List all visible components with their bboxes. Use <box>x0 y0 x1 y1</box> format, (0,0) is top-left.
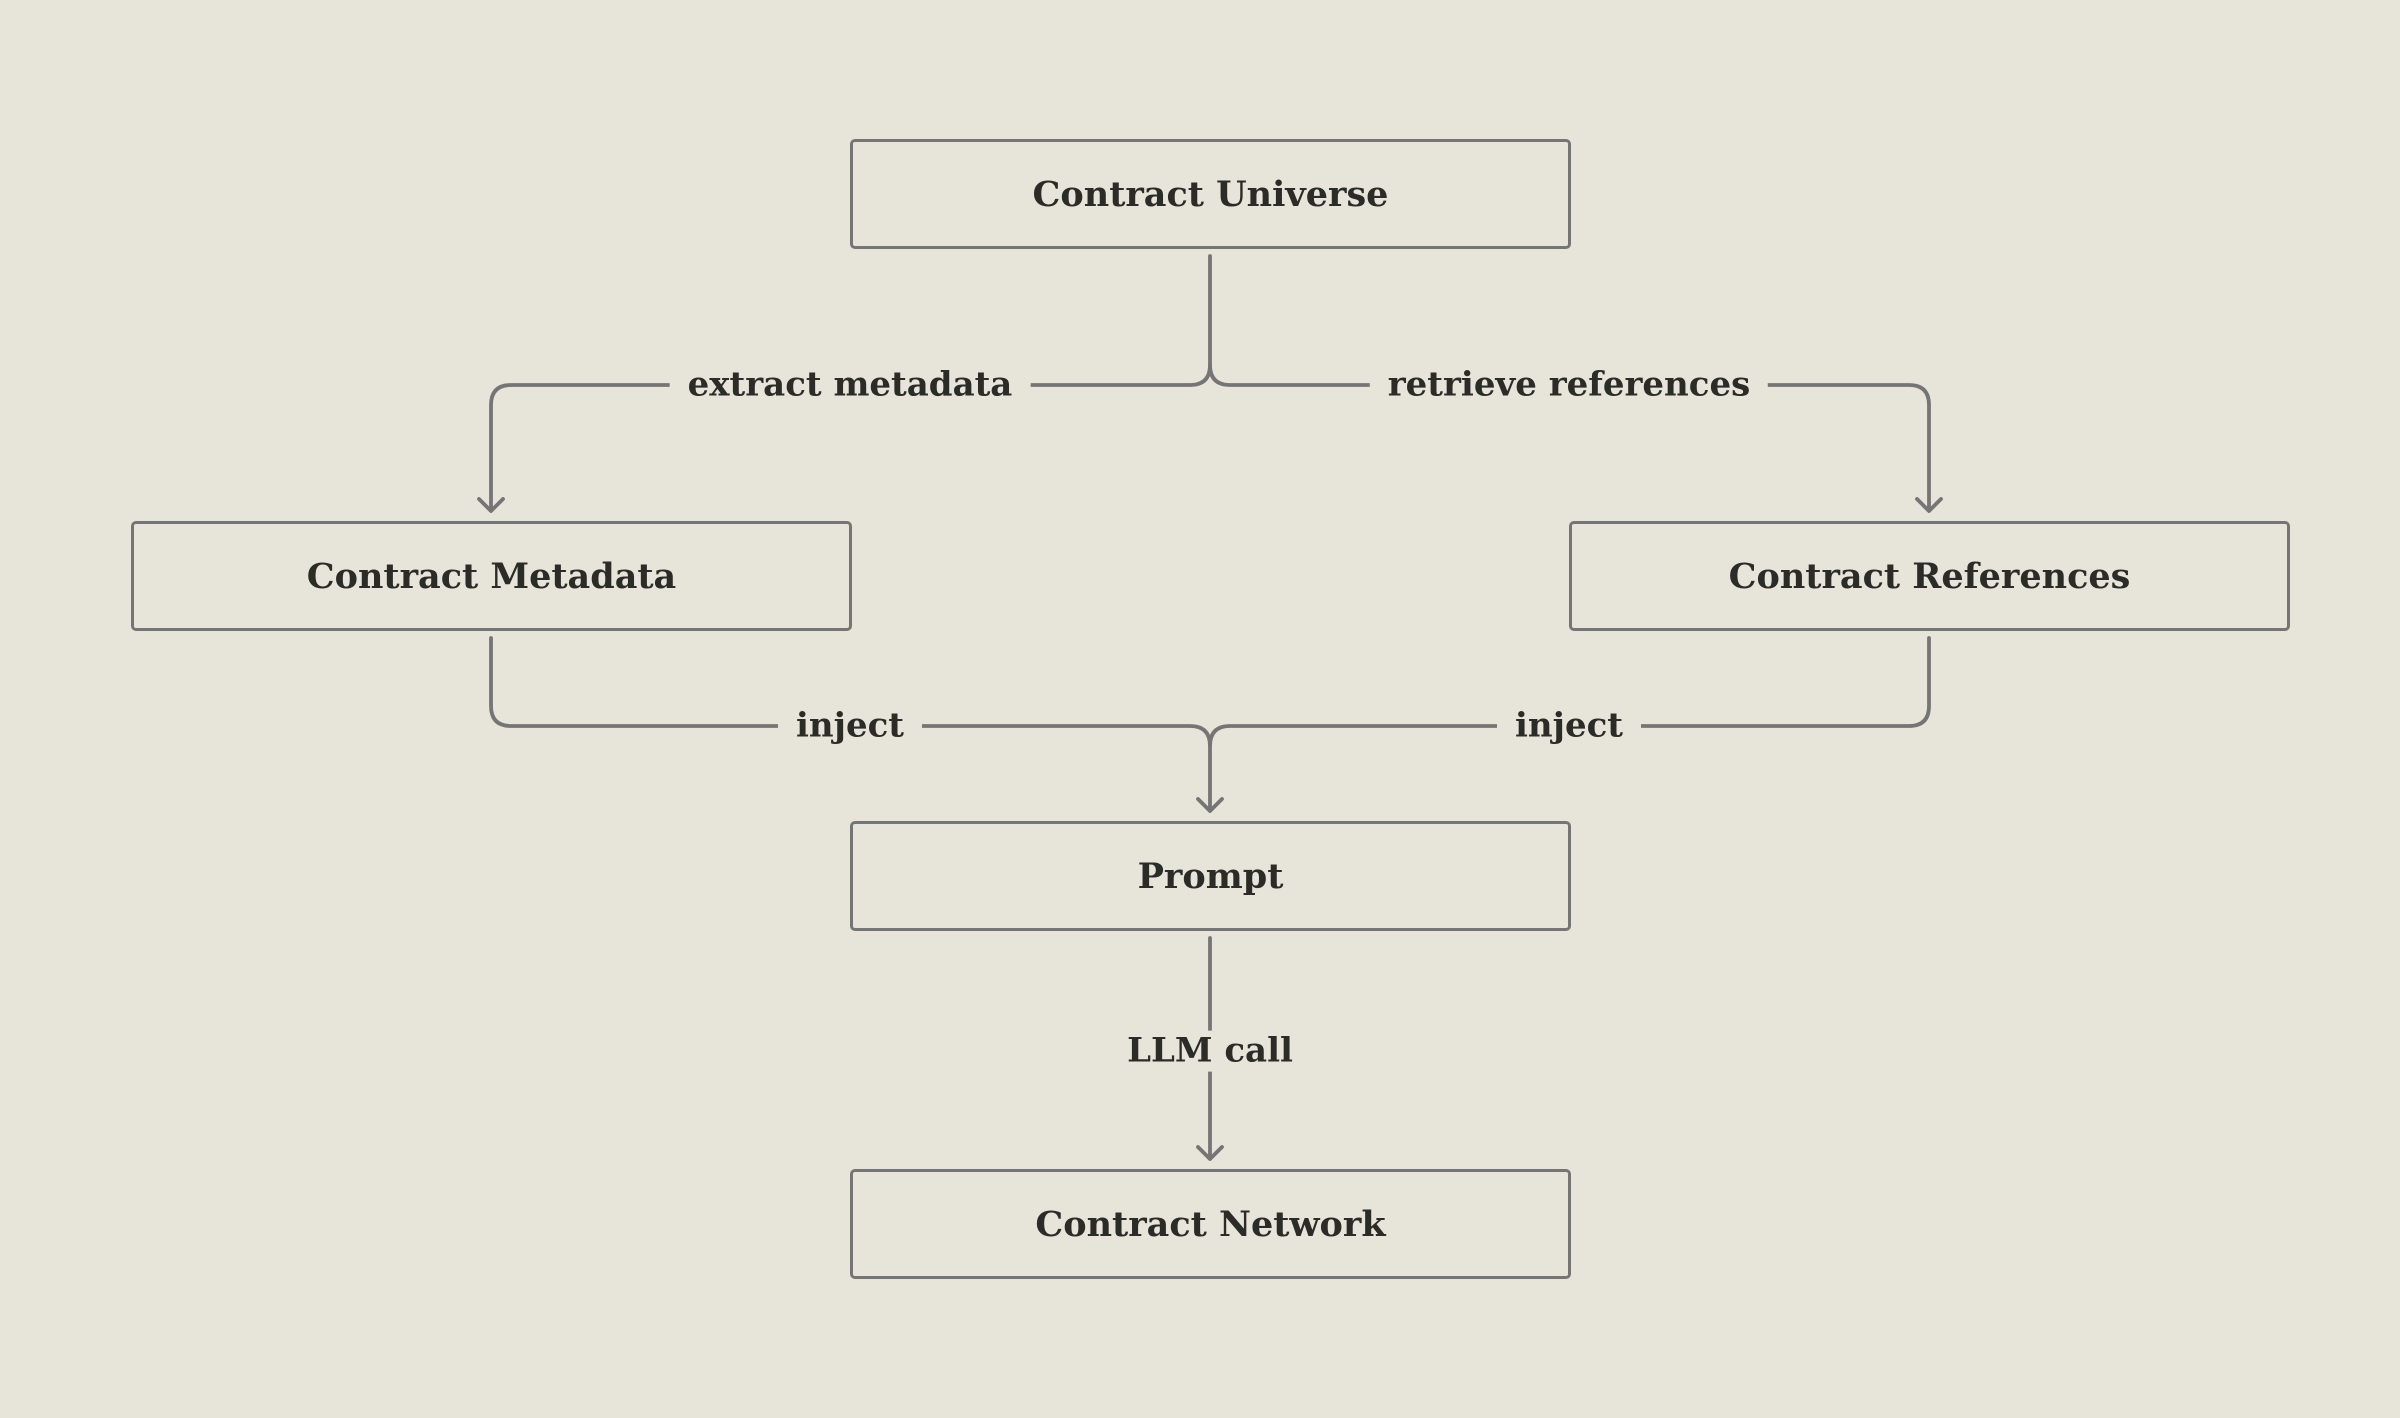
edge-universe-to-references <box>1208 363 1931 512</box>
node-contract-metadata: Contract Metadata <box>131 521 852 631</box>
arrowhead-network <box>1196 1145 1224 1161</box>
node-label: Prompt <box>1137 855 1284 897</box>
node-label: Contract Universe <box>1032 173 1389 215</box>
node-label: Contract Metadata <box>306 555 677 597</box>
arrowhead-metadata <box>477 497 505 513</box>
edge-label-extract-metadata: extract metadata <box>669 364 1031 406</box>
arrowhead-prompt <box>1196 797 1224 813</box>
edge-label-inject-metadata: inject <box>778 705 922 747</box>
node-contract-universe: Contract Universe <box>850 139 1571 249</box>
node-label: Contract References <box>1728 555 2131 597</box>
node-label: Contract Network <box>1035 1203 1386 1245</box>
edge-label-retrieve-references: retrieve references <box>1369 364 1769 406</box>
node-contract-network: Contract Network <box>850 1169 1571 1279</box>
edge-label-llm-call: LLM call <box>1109 1030 1311 1072</box>
node-prompt: Prompt <box>850 821 1571 931</box>
arrowhead-references <box>1915 497 1943 513</box>
edge-label-inject-references: inject <box>1497 705 1641 747</box>
node-contract-references: Contract References <box>1569 521 2290 631</box>
edge-references-to-prompt <box>1208 636 1931 748</box>
